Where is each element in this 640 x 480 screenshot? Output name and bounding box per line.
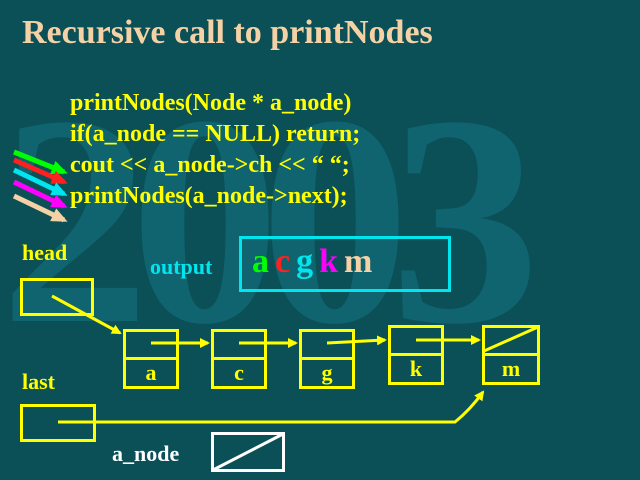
- output-label: output: [150, 254, 213, 279]
- code-block: printNodes(Node * a_node) if(a_node == N…: [70, 88, 360, 212]
- slide-title: Recursive call to printNodes: [22, 14, 433, 51]
- head-label: head: [22, 240, 68, 265]
- last-label: last: [22, 369, 55, 394]
- watermark-2003: 2003: [0, 54, 540, 386]
- head-arrow: [51, 294, 122, 335]
- link-g-k: [326, 335, 387, 346]
- output-char-5: m: [344, 243, 373, 280]
- output-box: [239, 236, 451, 292]
- list-node-k: k: [388, 325, 444, 385]
- call-arrow-head-3: [50, 182, 68, 196]
- null-slash-m: [483, 325, 539, 353]
- call-arrow-head-2: [50, 170, 68, 184]
- list-node-a: a: [123, 329, 179, 389]
- code-line-1: printNodes(Node * a_node): [70, 90, 352, 116]
- node-char: m: [501, 356, 521, 381]
- node-char: c: [234, 360, 244, 385]
- call-arrow-head-1: [50, 161, 68, 175]
- list-node-g: g: [299, 329, 355, 389]
- head-pointer-box: [20, 278, 94, 316]
- code-line-2: if(a_node == NULL) return;: [70, 121, 361, 147]
- call-arrow-head-5: [50, 208, 68, 222]
- node-char: k: [409, 356, 423, 381]
- output-char-4: k: [319, 243, 339, 280]
- last-arrow: [58, 390, 485, 424]
- node-char: g: [321, 360, 333, 385]
- a-node-box: [211, 432, 285, 472]
- list-node-m: m: [482, 325, 540, 385]
- call-stack-arrows: [12, 149, 68, 223]
- a-node-null-slash: [212, 432, 284, 472]
- code-line-4: printNodes(a_node->next);: [70, 183, 348, 209]
- a-node-label: a_node: [112, 441, 180, 466]
- code-line-3: cout << a_node->ch << “ “;: [70, 152, 350, 178]
- node-char: a: [145, 360, 157, 385]
- output-char-1: a: [252, 243, 269, 280]
- output-char-3: g: [296, 243, 314, 280]
- list-node-c: c: [211, 329, 267, 389]
- output-char-2: c: [275, 243, 291, 280]
- call-arrow-head-4: [50, 194, 68, 208]
